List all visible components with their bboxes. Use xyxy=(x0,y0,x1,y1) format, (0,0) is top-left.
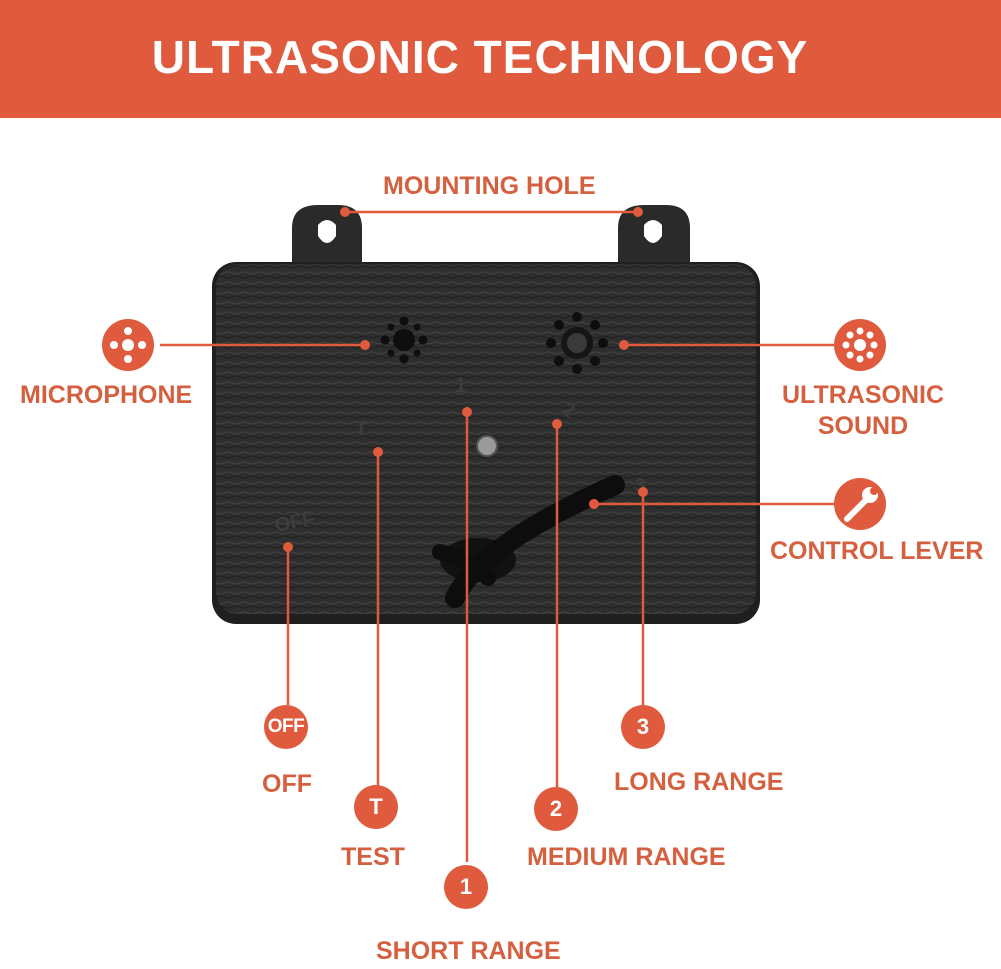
device-marking-1: 1 xyxy=(455,375,466,397)
label-ultrasonic-sound: ULTRASONIC SOUND xyxy=(780,380,946,443)
page-title: ULTRASONIC TECHNOLOGY xyxy=(151,31,809,83)
speaker-dots-icon xyxy=(834,319,886,371)
label-test: TEST xyxy=(341,843,405,871)
label-off: OFF xyxy=(262,770,312,798)
badge-off: OFF xyxy=(264,705,308,749)
label-mounting-hole: MOUNTING HOLE xyxy=(383,172,596,200)
device-marking-t: T xyxy=(355,418,367,440)
screw xyxy=(476,435,498,457)
badge-test: T xyxy=(354,785,398,829)
badge-short-range: 1 xyxy=(444,865,488,909)
microphone-holes xyxy=(380,316,428,364)
badge-medium-range: 2 xyxy=(534,787,578,831)
mounting-tab-left xyxy=(292,205,362,268)
microphone-dots-icon xyxy=(102,319,154,371)
header-banner: ULTRASONIC TECHNOLOGY xyxy=(0,0,1001,118)
label-control-lever: CONTROL LEVER xyxy=(770,537,984,565)
label-microphone: MICROPHONE xyxy=(20,381,193,409)
speaker-holes xyxy=(546,312,608,374)
mounting-tab-right xyxy=(618,205,690,268)
device-marking-3: 3 xyxy=(635,475,646,497)
wrench-icon xyxy=(834,478,886,530)
label-short-range: SHORT RANGE xyxy=(376,937,561,965)
badge-long-range: 3 xyxy=(621,705,665,749)
leader-dots xyxy=(283,207,648,552)
label-medium-range: MEDIUM RANGE xyxy=(527,843,726,871)
label-ultrasonic-line1: ULTRASONIC xyxy=(781,381,945,409)
label-ultrasonic-line2: SOUND xyxy=(817,412,909,441)
label-long-range: LONG RANGE xyxy=(614,768,784,796)
